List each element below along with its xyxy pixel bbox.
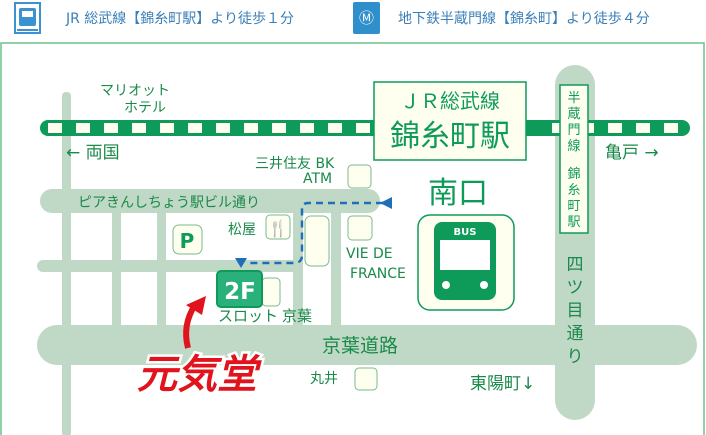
- rail-tie: [160, 123, 174, 133]
- svg-text:通: 通: [567, 324, 584, 344]
- train-icon: [14, 2, 41, 34]
- svg-text:P: P: [180, 229, 195, 253]
- rail-tie: [300, 123, 314, 133]
- jr-access-text: JR 総武線【錦糸町駅】より徒歩１分: [66, 11, 295, 27]
- keiyo-label: 京葉: [282, 307, 312, 325]
- jr-sobu-rail: [40, 120, 690, 136]
- svg-text:ツ: ツ: [567, 278, 584, 298]
- rail-tie: [76, 123, 90, 133]
- toyocho-label: 東陽町↓: [470, 374, 535, 394]
- svg-text:蔵: 蔵: [567, 107, 580, 122]
- svg-text:BUS: BUS: [454, 227, 477, 238]
- svg-text:目: 目: [567, 301, 584, 321]
- svg-text:🍴: 🍴: [268, 219, 288, 238]
- keiyo-road-label: 京葉道路: [322, 335, 398, 357]
- rail-tie: [356, 123, 370, 133]
- rail-tie: [244, 123, 258, 133]
- vie-label: VIE DE: [346, 246, 393, 262]
- rail-tie: [636, 123, 650, 133]
- svg-text:錦: 錦: [567, 166, 580, 182]
- matsuya-label: 松屋: [228, 222, 256, 238]
- yotsume-label: 四ツ 目通 り: [567, 255, 584, 367]
- svg-text:2F: 2F: [224, 279, 256, 305]
- pia-street: [40, 189, 380, 213]
- floor-badge[interactable]: 2F: [216, 270, 263, 308]
- rail-tie: [188, 123, 202, 133]
- svg-text:町: 町: [567, 199, 580, 214]
- parking-icon: P: [172, 224, 203, 255]
- restaurant-icon: 🍴: [265, 214, 291, 240]
- atm-label: ATM: [303, 171, 332, 187]
- bank-label: 三井住友 BK: [255, 156, 335, 172]
- hotel-label: マリオット: [100, 83, 170, 99]
- route-end-arrow: [235, 258, 247, 268]
- svg-text:線: 線: [567, 138, 580, 154]
- svg-text:門: 門: [567, 123, 580, 138]
- keiyo-road: [37, 325, 697, 365]
- route-start-arrow: [380, 197, 392, 209]
- svg-text:四: 四: [567, 255, 584, 275]
- hanzomon-station[interactable]: [559, 84, 589, 234]
- svg-text:半: 半: [567, 91, 580, 106]
- station-name: 錦糸町駅: [390, 119, 510, 154]
- tokyo-metro-icon: Ⓜ: [353, 2, 380, 34]
- rail-tie: [216, 123, 230, 133]
- vie-label-2: FRANCE: [350, 266, 406, 282]
- rail-tie: [272, 123, 286, 133]
- south-exit: 南口: [428, 176, 488, 211]
- rail-tie: [552, 123, 566, 133]
- rail-tie: [132, 123, 146, 133]
- hanzomon-label: 半蔵 門線 錦糸 町駅: [567, 91, 580, 230]
- ryogoku-label: ← 両国: [66, 143, 120, 163]
- marui-label: 丸井: [310, 371, 338, 387]
- kinshicho-station[interactable]: [373, 81, 527, 161]
- buildings: [261, 164, 378, 391]
- rail-tie: [48, 123, 62, 133]
- svg-text:糸: 糸: [567, 183, 580, 198]
- genkido-label[interactable]: 元気堂: [135, 350, 265, 401]
- metro-access-text: 地下鉄半蔵門線【錦糸町】より徒歩４分: [398, 11, 650, 27]
- rail-tie: [608, 123, 622, 133]
- pia-street-label: ピアきんしちょう駅ビル通り: [78, 195, 260, 211]
- station-line: ＪＲ総武線: [400, 89, 500, 113]
- rail-tie: [328, 123, 342, 133]
- svg-text:駅: 駅: [567, 215, 580, 230]
- hotel-label-2: ホテル: [124, 100, 166, 116]
- svg-text:り: り: [567, 347, 584, 367]
- bus-stop[interactable]: BUS: [417, 214, 515, 311]
- rail-tie: [664, 123, 678, 133]
- kameido-label: 亀戸 →: [605, 143, 659, 163]
- access-header: JR 総武線【錦糸町駅】より徒歩１分 Ⓜ 地下鉄半蔵門線【錦糸町】より徒歩４分: [0, 0, 706, 40]
- roads: [37, 65, 697, 435]
- slot-label: スロット: [218, 307, 278, 325]
- rail-tie: [104, 123, 118, 133]
- walking-route: [248, 201, 383, 265]
